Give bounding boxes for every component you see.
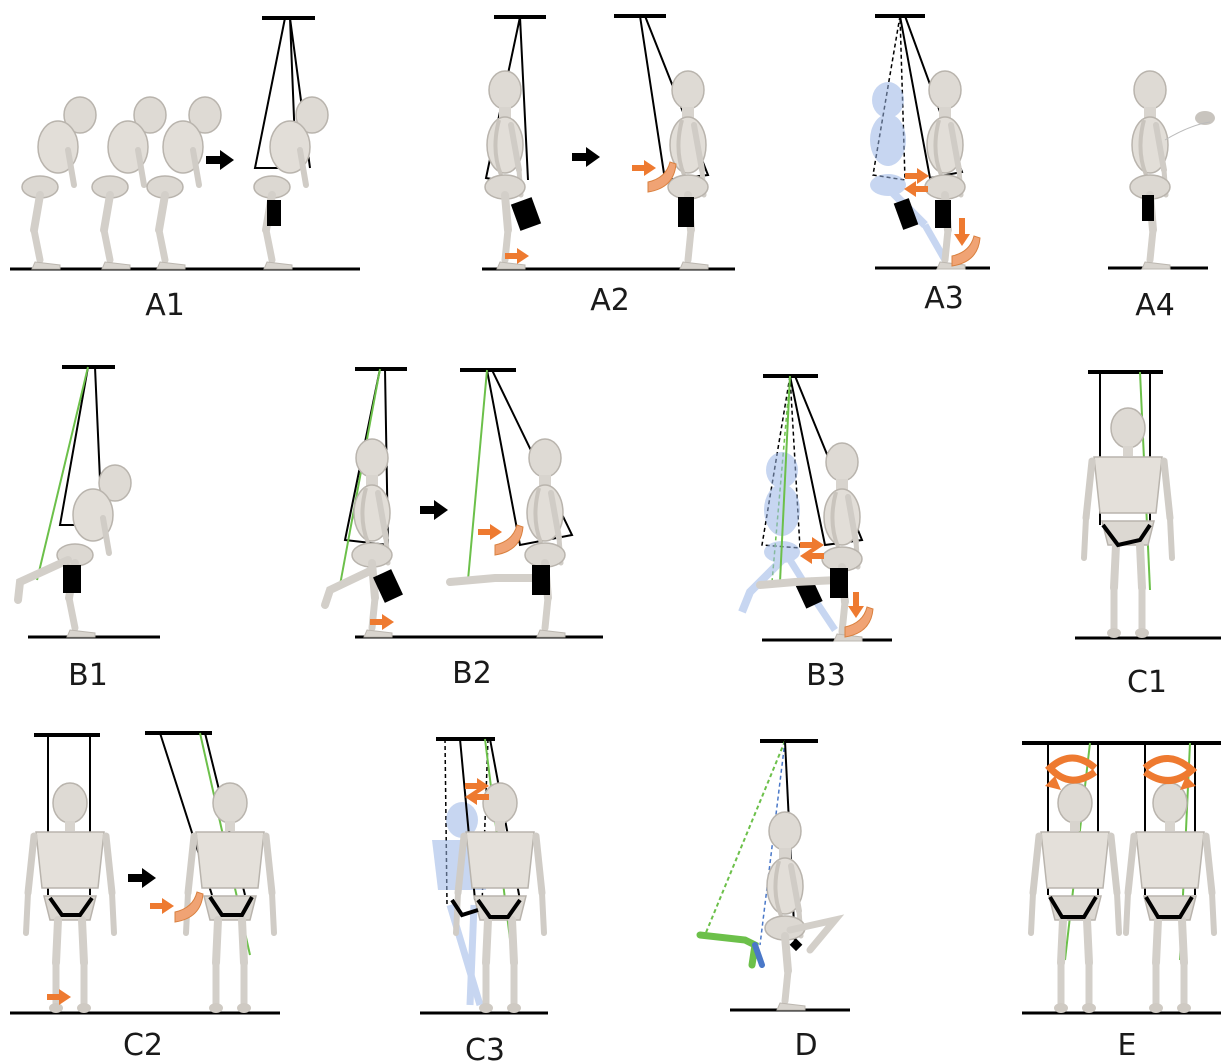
transition-arrow-icon — [572, 147, 600, 167]
skeleton-figure — [26, 783, 114, 1013]
knee-orthosis — [511, 197, 541, 231]
knee-orthosis — [267, 200, 281, 226]
panel-a4: A4 — [1108, 71, 1215, 323]
skeleton-figure — [254, 97, 328, 269]
pull-arrow-icon — [800, 548, 824, 564]
panel-label: B3 — [806, 658, 846, 693]
panel-b1: B1 — [18, 367, 160, 693]
panel-label: B2 — [452, 656, 492, 691]
push-arrow-icon — [478, 524, 502, 540]
panel-a3: A3 — [870, 16, 990, 316]
panel-label: A4 — [1135, 288, 1175, 323]
knee-orthosis — [532, 565, 550, 595]
skeleton-figure — [1126, 783, 1214, 1013]
knee-orthosis — [830, 568, 848, 598]
ghost-skeleton-figure — [742, 452, 835, 630]
rotation-arrow-icon — [1050, 758, 1095, 780]
knee-orthosis — [1142, 195, 1154, 221]
skeleton-figure — [525, 439, 565, 637]
skeleton-figure — [1031, 783, 1119, 1013]
skeleton-figure — [352, 439, 392, 637]
extended-leg — [450, 578, 540, 582]
transition-arrow-icon — [206, 150, 234, 170]
skeleton-figure — [765, 812, 805, 1010]
skeleton-figure — [57, 465, 131, 637]
therapist-hand-icon — [952, 236, 980, 266]
therapist-hand-icon — [495, 525, 523, 555]
leg-trajectory — [755, 945, 762, 965]
knee-orthosis — [678, 197, 694, 227]
push-arrow-icon — [150, 898, 174, 914]
skeleton-figure — [1084, 408, 1172, 638]
panel-d: D — [700, 741, 850, 1063]
panel-label: A2 — [590, 283, 630, 318]
panel-b2: B2 — [325, 369, 603, 691]
panel-label: C2 — [123, 1028, 163, 1063]
panel-e: E — [1022, 743, 1221, 1063]
pull-arrow-icon — [904, 181, 928, 197]
spring-cable — [468, 370, 487, 580]
panel-b3: B3 — [742, 376, 892, 693]
knee-orthosis — [790, 938, 803, 951]
panel-label: B1 — [68, 658, 108, 693]
transition-arrow-icon — [420, 500, 448, 520]
panel-a1: A1 — [10, 18, 360, 323]
transition-arrow-icon — [128, 868, 156, 888]
panel-c3: C3 — [420, 739, 548, 1064]
downward-arrow-icon — [954, 218, 970, 246]
skeleton-figure — [1130, 71, 1170, 269]
knee-orthosis — [935, 200, 951, 228]
ghost-skeleton-figure — [870, 82, 945, 260]
skeleton-figure — [22, 97, 96, 269]
panel-label: A3 — [924, 281, 964, 316]
leg-trajectory — [700, 935, 755, 965]
skeleton-figure — [485, 71, 525, 269]
panel-label: D — [794, 1028, 817, 1063]
panel-label: C3 — [465, 1033, 505, 1064]
extended-leg — [760, 580, 838, 585]
downward-arrow-icon — [848, 592, 864, 618]
panel-a2: A2 — [482, 16, 735, 318]
panel-label: C1 — [1127, 665, 1167, 700]
push-arrow-icon — [47, 989, 71, 1005]
panel-label: E — [1118, 1028, 1137, 1063]
panel-label: A1 — [145, 288, 185, 323]
push-arrow-icon — [632, 160, 656, 176]
panel-c2: C2 — [10, 733, 280, 1063]
rotation-arrow-icon — [1145, 758, 1192, 780]
raised-leg — [18, 560, 68, 600]
raised-leg — [325, 570, 372, 605]
push-arrow-icon — [905, 168, 929, 184]
knee-orthosis — [63, 565, 81, 593]
panel-c1: C1 — [1075, 372, 1221, 700]
